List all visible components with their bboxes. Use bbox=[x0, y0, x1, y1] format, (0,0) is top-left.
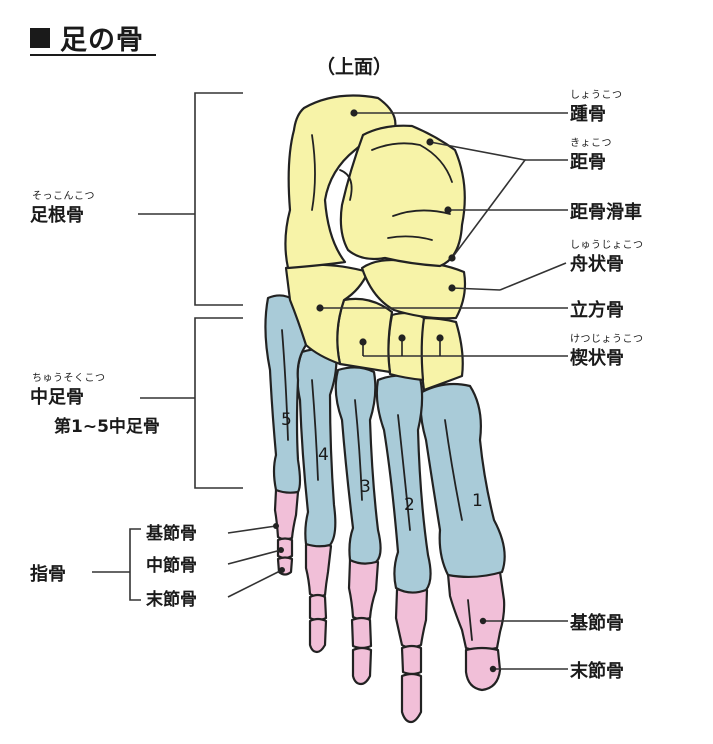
cuboid-dot bbox=[316, 304, 324, 312]
navicular-dot bbox=[448, 284, 456, 292]
navicular-ruby: しゅうじょこつ bbox=[570, 240, 644, 251]
page-title: 足の骨 bbox=[30, 18, 144, 57]
tarsus-bracket bbox=[194, 92, 243, 306]
toe4-proximal-phalanx bbox=[304, 541, 333, 598]
metatarsus-label: 中足骨 bbox=[30, 387, 84, 408]
cuneiform-label: 楔状骨 bbox=[570, 348, 624, 369]
calcaneus-inner-contour bbox=[311, 134, 316, 211]
metatarsus-bracket bbox=[194, 317, 243, 489]
talus-bone bbox=[339, 124, 466, 268]
left-distal-leader bbox=[227, 569, 283, 598]
title-text: 足の骨 bbox=[60, 25, 144, 56]
title-underline bbox=[30, 54, 156, 56]
talus-ruby: きょこつ bbox=[570, 138, 612, 149]
metatarsal-1 bbox=[419, 382, 506, 579]
navicular-leader bbox=[451, 287, 501, 291]
left-proximal-dot bbox=[273, 523, 279, 529]
view-label: （上面） bbox=[316, 56, 393, 78]
toe2-distal-phalanx bbox=[400, 672, 423, 724]
metatarsal1-contour bbox=[444, 419, 463, 521]
metatarsal-number-4: 4 bbox=[318, 445, 329, 465]
metatarsal-number-2: 2 bbox=[404, 495, 415, 515]
talus-label: 距骨 bbox=[570, 152, 606, 173]
toe3-proximal-phalanx bbox=[347, 556, 380, 621]
toe2-middle-phalanx bbox=[400, 644, 423, 676]
navicular-label: 舟状骨 bbox=[570, 254, 624, 275]
cuboid-bone bbox=[284, 263, 370, 366]
talus-inner-contour bbox=[371, 142, 453, 183]
cuneiform-intermediate bbox=[387, 311, 426, 382]
metatarsal-range-label: 第1~5中足骨 bbox=[54, 417, 160, 437]
leader-lines bbox=[92, 92, 568, 670]
metatarsal5-contour bbox=[281, 329, 289, 441]
metatarsus-ruby: ちゅうそくこつ bbox=[32, 373, 106, 384]
toe2-proximal-phalanx bbox=[394, 585, 429, 649]
sinus-contour bbox=[339, 169, 353, 201]
metatarsal-2 bbox=[375, 374, 432, 594]
title-square-icon bbox=[30, 27, 50, 48]
distal-phalanx-right-label: 末節骨 bbox=[570, 661, 624, 682]
toe5-proximal-phalanx bbox=[273, 487, 300, 541]
distal-phalanx-left-label: 末節骨 bbox=[146, 590, 197, 610]
right-distal-dot bbox=[489, 665, 497, 673]
cuneiform-lateral bbox=[336, 297, 394, 374]
left-distal-dot bbox=[279, 567, 285, 573]
calcaneus-dot bbox=[350, 109, 358, 117]
metatarsal-3 bbox=[334, 366, 382, 565]
proximal-phalanx-left-label: 基節骨 bbox=[146, 524, 197, 544]
phalanges-bracket bbox=[129, 528, 141, 601]
left-proximal-leader bbox=[227, 525, 277, 534]
toe1-proximal-phalanx bbox=[446, 569, 506, 652]
phalanges-label: 指骨 bbox=[30, 564, 66, 585]
metatarsal-numbers: 1 2 3 4 5 bbox=[281, 410, 483, 515]
metatarsal-number-3: 3 bbox=[360, 477, 371, 497]
tarsus-ruby: そっこんこつ bbox=[32, 191, 95, 202]
cuboid-label: 立方骨 bbox=[570, 300, 624, 321]
cuneiform-ticks bbox=[362, 338, 441, 356]
metatarsal-number-5: 5 bbox=[281, 410, 292, 430]
navicular-leader-tail bbox=[499, 262, 567, 291]
toe3-middle-phalanx bbox=[350, 616, 373, 650]
metatarsals-group bbox=[264, 294, 506, 594]
metatarsal3-contour bbox=[354, 399, 363, 501]
tarsus-label: 足根骨 bbox=[30, 205, 84, 226]
metatarsal4-contour bbox=[311, 379, 319, 481]
trochlea-contour bbox=[392, 209, 451, 217]
talus-lower-dot bbox=[448, 254, 456, 262]
toe4-distal-phalanx bbox=[308, 617, 328, 654]
calcaneus-ruby: しょうこつ bbox=[570, 90, 623, 101]
left-middle-leader bbox=[227, 549, 282, 565]
cuneiform-ruby: けつじょうこつ bbox=[570, 334, 644, 345]
metatarsal-number-1: 1 bbox=[472, 491, 483, 511]
proximal-phalanx-right-label: 基節骨 bbox=[570, 613, 624, 634]
toe1-contour bbox=[467, 599, 473, 641]
toe4-middle-phalanx bbox=[308, 593, 328, 622]
toe1-distal-phalanx bbox=[464, 646, 502, 692]
left-middle-dot bbox=[278, 547, 284, 553]
bone-contours bbox=[281, 134, 473, 641]
right-proximal-dot bbox=[479, 617, 487, 625]
middle-phalanx-left-label: 中節骨 bbox=[146, 556, 197, 576]
talus-dot bbox=[426, 138, 434, 146]
trochlea-dot bbox=[444, 206, 452, 214]
talar-trochlea-label: 距骨滑車 bbox=[570, 202, 642, 223]
toe3-distal-phalanx bbox=[351, 646, 373, 686]
talus-neck-contour bbox=[387, 235, 433, 241]
calcaneus-label: 踵骨 bbox=[570, 104, 606, 125]
metatarsal2-contour bbox=[397, 414, 411, 531]
